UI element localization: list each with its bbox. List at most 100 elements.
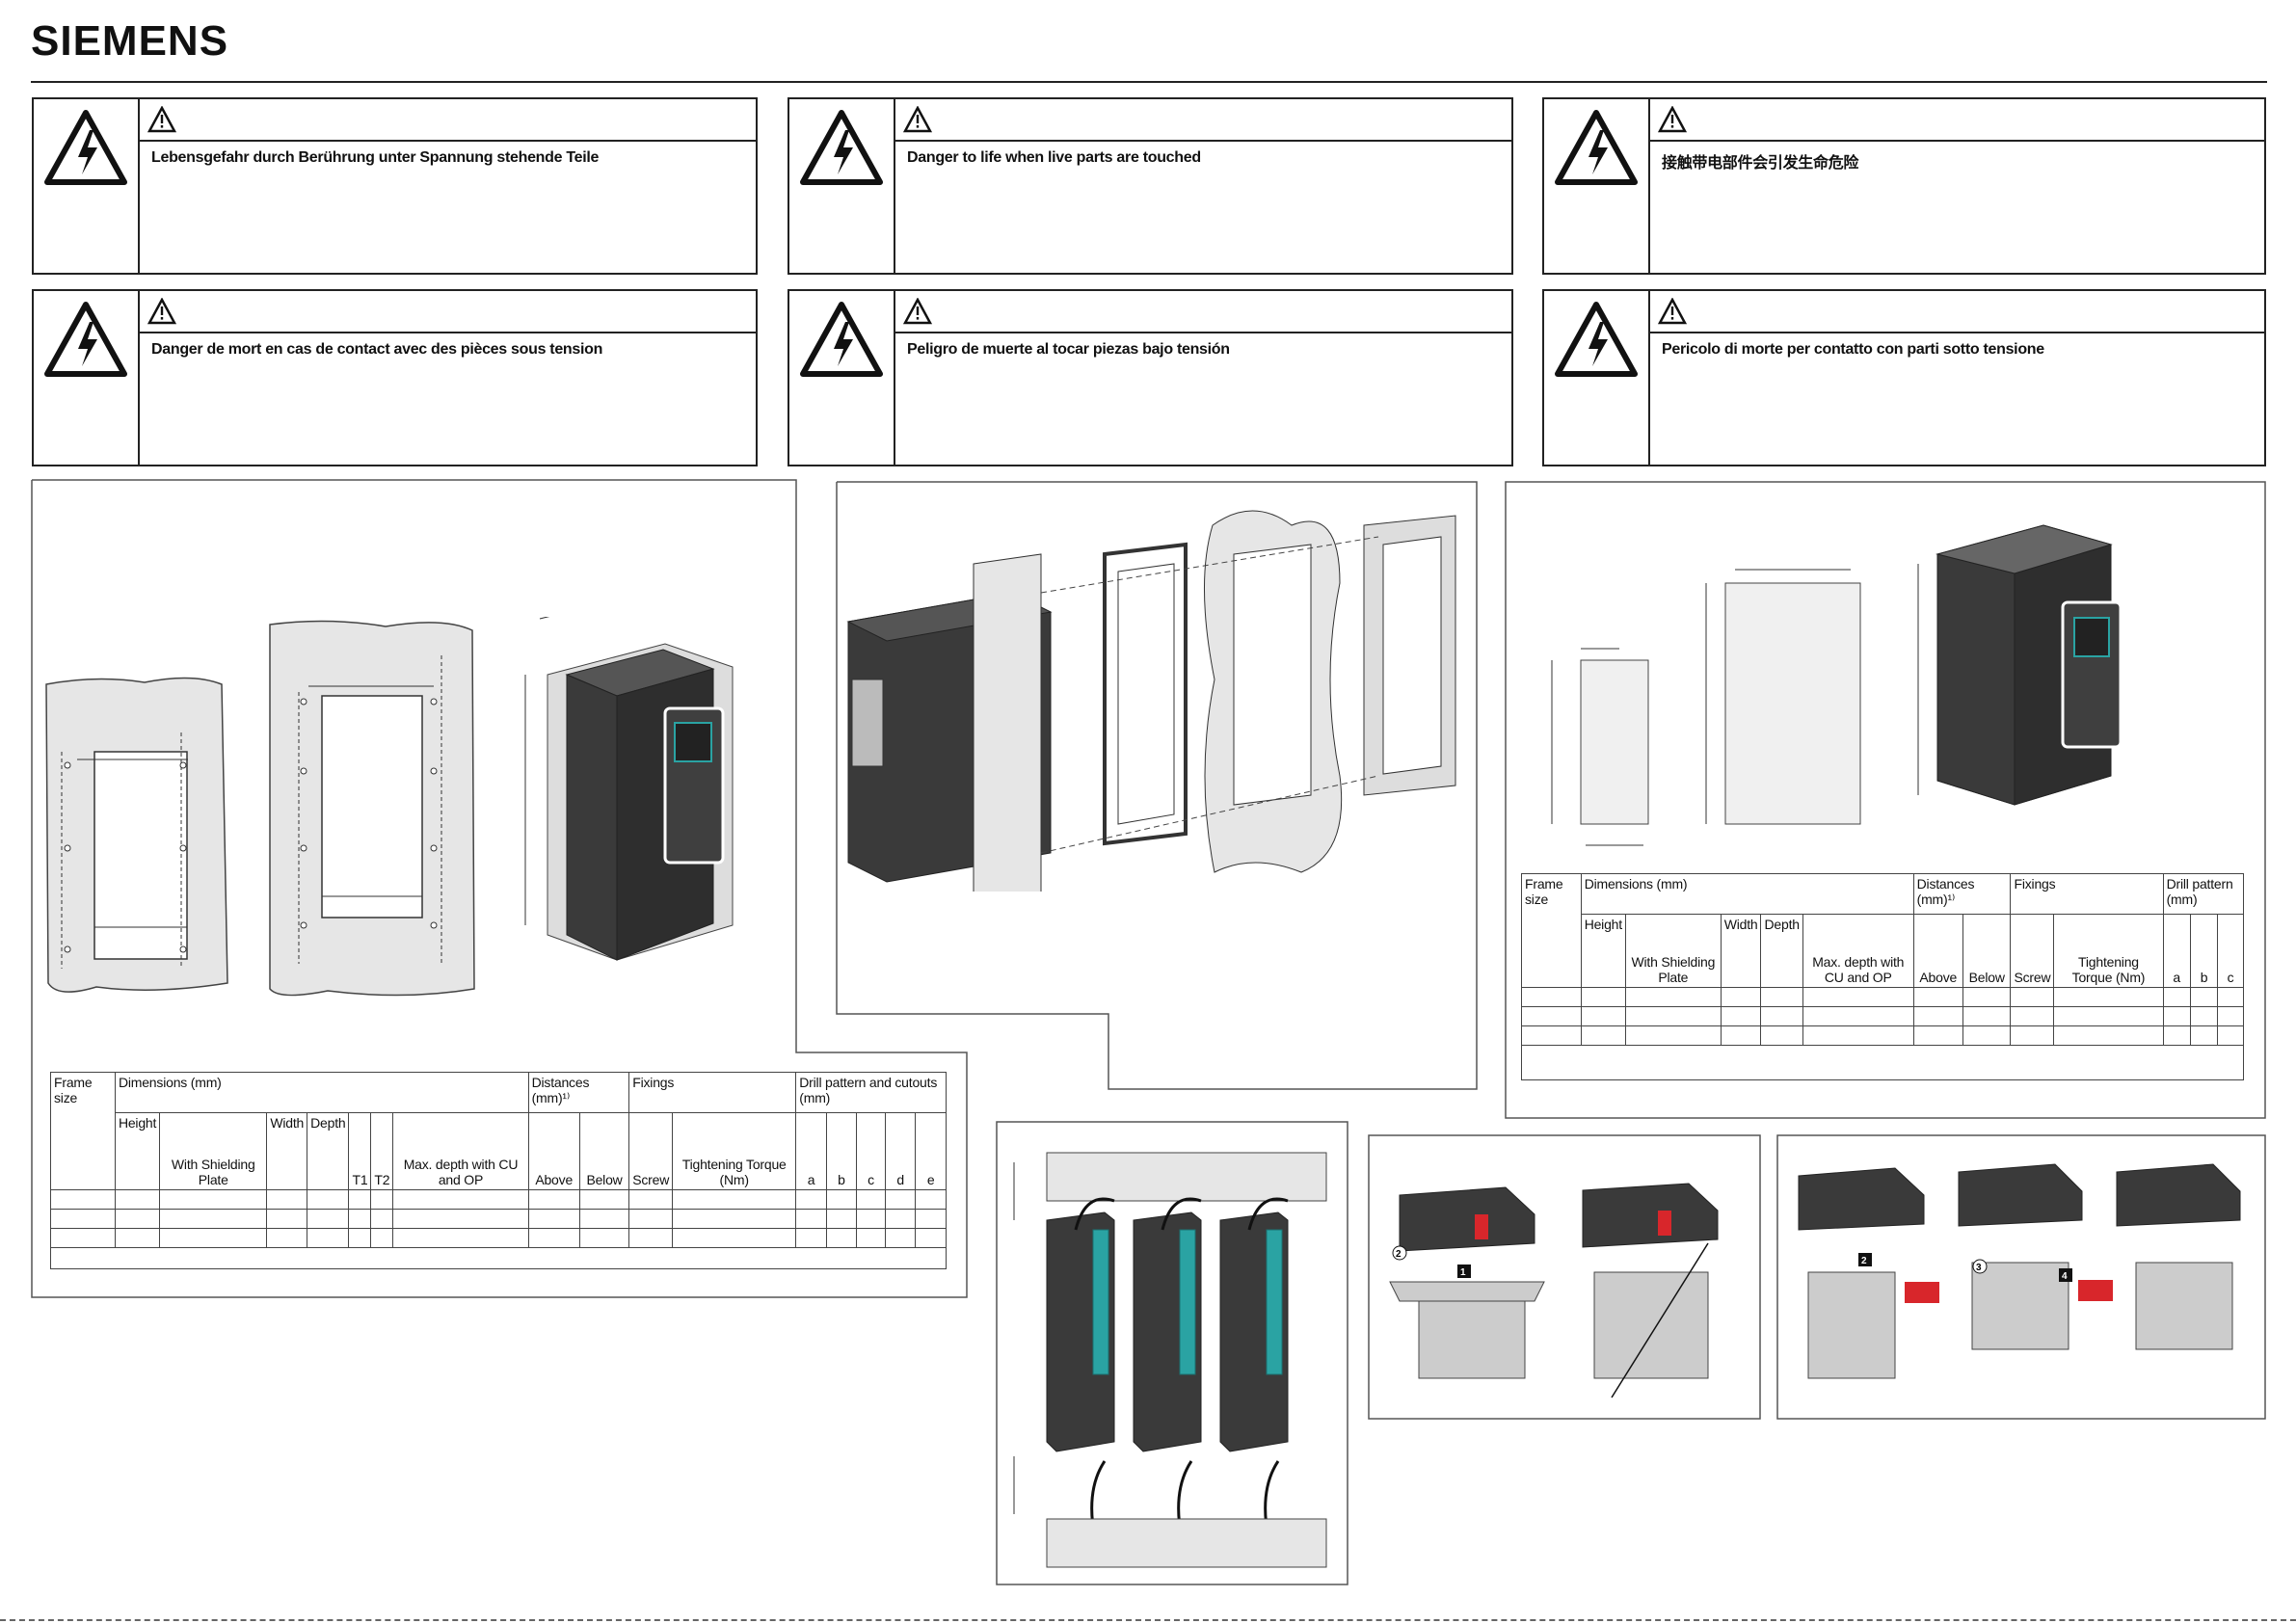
table-cell (1962, 1006, 2012, 1026)
callout-2a: 2 (1396, 1249, 1402, 1260)
col-above: Above (1912, 914, 1963, 988)
warning-triangle-icon (1658, 298, 1687, 325)
warning-triangle-icon (147, 298, 176, 325)
table-cell (1580, 1006, 1626, 1026)
high-voltage-icon (800, 302, 883, 377)
col-frame-size: Frame size (1521, 873, 1582, 988)
side-by-side-mounting-drawing (1013, 1152, 1327, 1568)
dimensions-table-1: Frame size Dimensions (mm) Distances (mm… (50, 1072, 947, 1269)
table-cell (266, 1209, 308, 1229)
shield-connection-drawing: 2 3 4 (1798, 1163, 2241, 1379)
table-cell (1720, 1025, 1762, 1046)
table-cell (1962, 1025, 2012, 1046)
table-cell (2010, 1025, 2055, 1046)
col-width: Width (1720, 914, 1762, 988)
table-cell (628, 1228, 674, 1248)
col-below: Below (578, 1112, 630, 1190)
table-cell (50, 1228, 116, 1248)
table-cell (348, 1228, 372, 1248)
col-screw: Screw (628, 1112, 674, 1190)
table-cell (348, 1189, 372, 1210)
header-rule (31, 81, 2267, 83)
table-cell (1760, 987, 1803, 1007)
high-voltage-icon (44, 110, 127, 185)
table-cell (2053, 987, 2164, 1007)
table-cell (1624, 987, 1722, 1007)
table-cell (2217, 1006, 2244, 1026)
mounting-cutout-drawings (45, 617, 734, 997)
table-cell (159, 1209, 268, 1229)
table-cell (1521, 987, 1582, 1007)
table-cell (2217, 987, 2244, 1007)
table-cell (159, 1189, 268, 1210)
warning-text-de: Lebensgefahr durch Berührung unter Spann… (151, 149, 600, 166)
col-d: d (884, 1112, 917, 1190)
warning-box-de: Lebensgefahr durch Berührung unter Spann… (32, 97, 758, 275)
col-e: e (915, 1112, 947, 1190)
col-b: b (825, 1112, 858, 1190)
table-cell (2053, 1025, 2164, 1046)
table-cell (1521, 1006, 1582, 1026)
table-cell (915, 1228, 947, 1248)
table-cell (1521, 1045, 2244, 1080)
table-cell (370, 1228, 394, 1248)
col-frame-size: Frame size (50, 1072, 116, 1190)
warning-triangle-icon (147, 106, 176, 133)
col-c: c (856, 1112, 886, 1190)
table-cell (527, 1209, 580, 1229)
table-cell (672, 1228, 797, 1248)
table-cell (2162, 1025, 2191, 1046)
col-max-depth: Max. depth with CU and OP (392, 1112, 529, 1190)
high-voltage-icon (1555, 302, 1638, 377)
table-cell (266, 1228, 308, 1248)
col-max-depth: Max. depth with CU and OP (1802, 914, 1914, 988)
col-a: a (2162, 914, 2191, 988)
col-height: Height (1580, 914, 1626, 988)
warning-text-es: Peligro de muerte al tocar piezas bajo t… (907, 341, 1230, 358)
high-voltage-icon (800, 110, 883, 185)
warning-box-es: Peligro de muerte al tocar piezas bajo t… (788, 289, 1513, 466)
table-cell (114, 1189, 161, 1210)
table-cell (1802, 987, 1914, 1007)
table-cell (578, 1209, 630, 1229)
col-drill: Drill pattern (mm) (2162, 873, 2245, 915)
table-cell (1802, 1025, 1914, 1046)
table-cell (159, 1228, 268, 1248)
table-cell (1962, 987, 2012, 1007)
table-cell (2162, 1006, 2191, 1026)
col-distances: Distances (mm)¹⁾ (1912, 873, 2012, 915)
dimensions-table-2: Frame size Dimensions (mm) Distances (mm… (1521, 873, 2245, 1080)
table-cell (672, 1189, 797, 1210)
table-cell (1624, 1006, 1722, 1026)
table-cell (2189, 1025, 2219, 1046)
warning-triangle-icon (903, 298, 932, 325)
table-cell (884, 1228, 917, 1248)
table-cell (915, 1209, 947, 1229)
siemens-logo: SIEMENS (31, 17, 229, 65)
col-depth: Depth (307, 1112, 350, 1190)
table-cell (370, 1209, 394, 1229)
col-depth: Depth (1760, 914, 1803, 988)
table-cell (1720, 1006, 1762, 1026)
table-cell (1580, 1025, 1626, 1046)
table-cell (1760, 1025, 1803, 1046)
table-cell (795, 1189, 827, 1210)
callout-3: 3 (1976, 1263, 1982, 1273)
col-height: Height (114, 1112, 161, 1190)
table-cell (2189, 987, 2219, 1007)
callout-1: 1 (1460, 1267, 1466, 1278)
table-cell (2010, 987, 2055, 1007)
warning-triangle-icon (1658, 106, 1687, 133)
col-fixings: Fixings (2010, 873, 2164, 915)
table-cell (1802, 1006, 1914, 1026)
col-c: c (2217, 914, 2244, 988)
table-cell (825, 1209, 858, 1229)
table-cell (1624, 1025, 1722, 1046)
table-cell (348, 1209, 372, 1229)
col-width: Width (266, 1112, 308, 1190)
table-cell (307, 1189, 350, 1210)
table-cell (1912, 1006, 1963, 1026)
warning-text-zh: 接触带电部件会引发生命危险 (1662, 155, 1859, 172)
col-torque: Tightening Torque (Nm) (672, 1112, 797, 1190)
table-cell (1580, 987, 1626, 1007)
